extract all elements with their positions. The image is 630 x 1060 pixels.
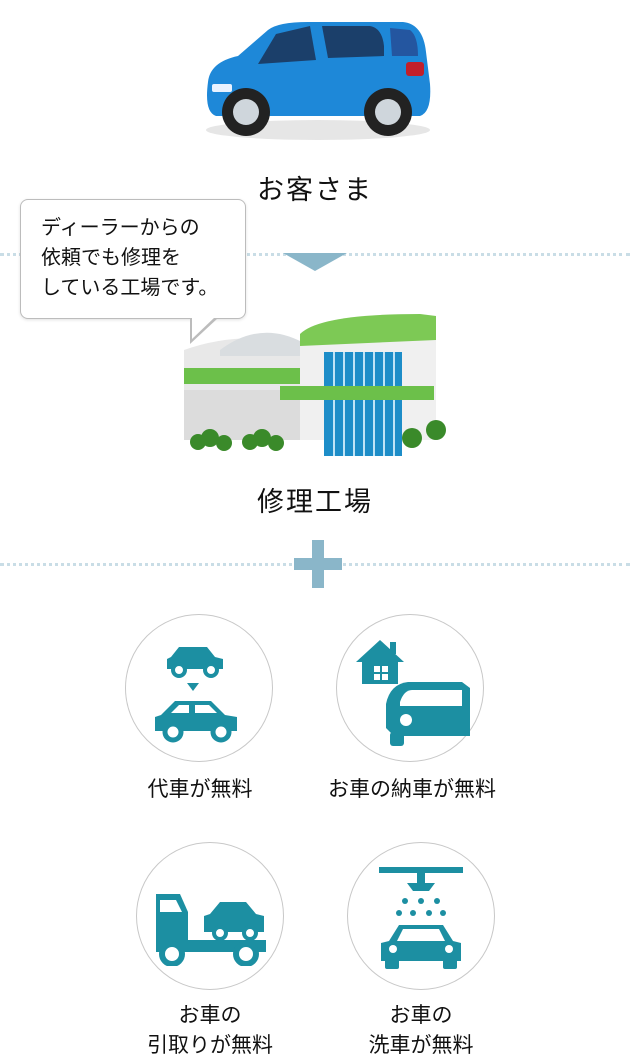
service-label-delivery: お車の納車が無料 bbox=[302, 774, 522, 804]
service-circle-loaner bbox=[125, 614, 273, 762]
service-label-wash: お車の 洗車が無料 bbox=[311, 1000, 531, 1060]
service-label-loaner: 代車が無料 bbox=[90, 774, 310, 804]
service-label-line: 洗車が無料 bbox=[368, 1033, 474, 1057]
down-arrow-icon bbox=[283, 253, 347, 271]
service-label-line: お車の bbox=[389, 1003, 453, 1027]
factory-building-image bbox=[180, 310, 452, 460]
customer-label: お客さま bbox=[257, 175, 373, 206]
factory-label: 修理工場 bbox=[257, 487, 373, 518]
service-label-line: 引取りが無料 bbox=[147, 1033, 273, 1057]
service-label-line: お車の bbox=[178, 1003, 242, 1027]
service-circle-tow bbox=[136, 842, 284, 990]
bubble-tail-fill bbox=[192, 317, 215, 339]
service-circle-delivery bbox=[336, 614, 484, 762]
bubble-line: ディーラーからの bbox=[41, 215, 200, 239]
car-wash-icon bbox=[379, 867, 463, 969]
car-swap-icon bbox=[155, 647, 237, 743]
house-car-icon bbox=[356, 640, 470, 746]
customer-car-image bbox=[198, 12, 438, 142]
service-label-line: お車の納車が無料 bbox=[328, 777, 496, 801]
speech-bubble: ディーラーからの 依頼でも修理を している工場です。 bbox=[20, 199, 246, 319]
plus-icon bbox=[294, 540, 342, 588]
tow-truck-icon bbox=[156, 894, 266, 966]
bubble-line: 依頼でも修理を bbox=[41, 245, 181, 269]
service-label-tow: お車の 引取りが無料 bbox=[100, 1000, 320, 1060]
bubble-line: している工場です。 bbox=[41, 275, 219, 299]
service-circle-wash bbox=[347, 842, 495, 990]
service-label-line: 代車が無料 bbox=[147, 777, 253, 801]
